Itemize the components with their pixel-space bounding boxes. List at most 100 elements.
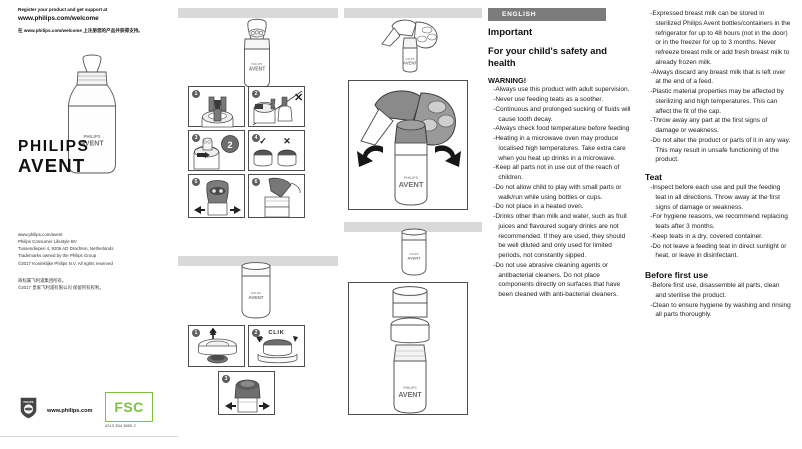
- step-badge-5: 5: [192, 178, 200, 186]
- step-badge-4: 4: [252, 134, 260, 142]
- warning-item: -Continuous and prolonged sucking of flu…: [493, 105, 631, 123]
- fsc-code: 4213 354 3890.2: [105, 423, 136, 428]
- grey-divider-bar-3: [344, 8, 482, 18]
- cross-mark-step2: ✕: [294, 92, 303, 104]
- step-panel-4: 4 ✓ ✕: [248, 130, 305, 171]
- heading-warning: WARNING!: [488, 76, 527, 86]
- illustration-column-a: PHILIPS AVENT 1 2: [178, 0, 344, 449]
- register-caption: Register your product and get support at: [18, 7, 108, 12]
- svg-text:AVENT: AVENT: [407, 256, 421, 261]
- teat-list: -Inspect before each use and pull the fe…: [645, 183, 791, 261]
- clik-caption: CLIK: [268, 330, 285, 336]
- svg-text:AVENT: AVENT: [398, 392, 422, 399]
- brand-footer: PHILIPS www.philips.com FSC 4213 354 389…: [0, 391, 178, 437]
- svg-text:PHILIPS: PHILIPS: [23, 400, 33, 404]
- svg-text:PHILIPS: PHILIPS: [410, 254, 419, 256]
- hero-sippy-cup-illustration: PHILIPS AVENT: [226, 17, 288, 89]
- teat-item: -Keep teats in a dry, covered container.: [650, 232, 763, 240]
- fsc-label: FSC: [114, 399, 144, 415]
- warning-item: -Keep all parts not in use out of the re…: [493, 164, 620, 182]
- warning-item: -Do not allow child to play with small p…: [493, 183, 622, 201]
- step-panel-1: 1: [188, 86, 245, 128]
- disc-step-badge-2: 2: [252, 329, 260, 337]
- svg-text:AVENT: AVENT: [399, 180, 424, 189]
- grey-divider-bar-2: [178, 256, 338, 266]
- cap-assembly-panel: PHILIPS AVENT: [348, 282, 468, 415]
- continued-item: -Always discard any breast milk that is …: [650, 68, 786, 86]
- warning-item: -Always check food temperature before fe…: [493, 125, 630, 133]
- svg-text:AVENT: AVENT: [249, 67, 266, 73]
- continued-item: -Plastic material properties may be affe…: [650, 88, 784, 115]
- step-badge-3: 3: [192, 134, 200, 142]
- teat-item: -For hygiene reasons, we recommend repla…: [650, 213, 788, 230]
- step-panel-2: 2 ✕: [248, 86, 305, 127]
- step-panel-3: 3 2: [188, 130, 245, 171]
- disc-step-badge-3: 3: [222, 375, 230, 383]
- cross-mark-step4: ✕: [283, 136, 291, 146]
- warning-item: -Do not use abrasive cleaning agents or …: [493, 261, 621, 299]
- continued-item: -Throw away any part at the first signs …: [650, 117, 768, 134]
- bottle-brand-top: PHILIPS: [83, 134, 100, 139]
- svg-text:PHILIPS: PHILIPS: [405, 58, 415, 61]
- grey-divider-bar-1: [178, 8, 338, 18]
- register-block: Register your product and get support at…: [18, 7, 170, 24]
- before-first-use-list: -Before first use, disassemble all parts…: [645, 281, 791, 320]
- svg-text:PHILIPS: PHILIPS: [404, 176, 419, 180]
- disc-step-panel-3: 3: [218, 371, 275, 415]
- hero-breast-pump-illustration: PHILIPS AVENT: [370, 16, 448, 74]
- company-address: www.philips.com/avent Philips Consumer L…: [18, 232, 114, 266]
- step-badge-1: 1: [192, 90, 200, 98]
- continued-list: -Expressed breast milk can be stored in …: [645, 9, 791, 165]
- hero-capped-bottle-illustration: PHILIPS AVENT: [230, 262, 282, 320]
- text-column-b: -Expressed breast milk can be stored in …: [645, 0, 802, 449]
- heading-important: Important: [488, 27, 533, 39]
- brand-logo-philips: PHILIPS: [18, 138, 90, 155]
- warning-item: -Always use this product with adult supe…: [493, 86, 630, 94]
- warning-item: -Heating in a microwave oven may produce…: [493, 135, 626, 162]
- philips-shield-icon: PHILIPS: [20, 397, 37, 419]
- step-panel-6: 6: [248, 174, 305, 218]
- brand-logo: PHILIPS AVENT: [18, 138, 168, 176]
- brand-column: Register your product and get support at…: [0, 0, 178, 449]
- footer-divider: [0, 436, 178, 437]
- disc-step-badge-1: 1: [192, 329, 200, 337]
- footer-url[interactable]: www.philips.com: [47, 408, 93, 414]
- check-mark-step4: ✓: [259, 136, 267, 146]
- teat-item: -Inspect before each use and pull the fe…: [650, 184, 781, 211]
- brand-logo-avent: AVENT: [18, 154, 86, 176]
- warning-item: -Do not place in a heated oven.: [493, 203, 584, 211]
- bottle-brand-bottom: AVENT: [80, 141, 104, 148]
- hero-bottle-top-illustration: PHILIPS AVENT: [392, 228, 436, 276]
- fsc-logo: FSC: [105, 392, 153, 422]
- teat-item: -Do not leave a feeding teat in direct s…: [650, 242, 787, 260]
- bottle-illustration: PHILIPS AVENT: [52, 52, 132, 177]
- heading-safety: For your child's safety and health: [488, 45, 607, 68]
- step-panel-5: 5: [188, 174, 245, 218]
- language-bar: ENGLISH: [488, 8, 606, 22]
- grey-divider-bar-4: [344, 222, 482, 232]
- pump-assembly-panel: PHILIPS AVENT: [348, 80, 468, 210]
- svg-text:2: 2: [227, 140, 232, 150]
- continued-item: -Expressed breast milk can be stored in …: [650, 10, 791, 66]
- company-address-chinese: 商标属飞利浦集团所有。 ©2017 皇家飞利浦有限公司 保留所有权利。: [18, 278, 104, 291]
- disc-step-panel-1: 1: [188, 325, 245, 367]
- before-item: -Before first use, disassemble all parts…: [650, 282, 780, 299]
- warning-list: -Always use this product with adult supe…: [488, 85, 634, 300]
- step-badge-2: 2: [252, 90, 260, 98]
- svg-text:PHILIPS: PHILIPS: [403, 386, 417, 390]
- illustration-column-b: PHILIPS AVENT PHILIPS AVENT: [344, 0, 488, 449]
- disc-step-panel-2: 2 CLIK: [248, 325, 305, 367]
- text-column-a: ENGLISH Important For your child's safet…: [488, 0, 645, 449]
- continued-item: -Do not alter the product or parts of it…: [650, 136, 791, 164]
- warning-item: -Drinks other than milk and water, such …: [493, 213, 627, 260]
- register-url[interactable]: www.philips.com/welcome: [18, 14, 99, 22]
- svg-text:PHILIPS: PHILIPS: [251, 291, 261, 295]
- before-item: -Clean to ensure hygiene by washing and …: [650, 301, 791, 319]
- step-badge-6: 6: [252, 178, 260, 186]
- svg-text:PHILIPS: PHILIPS: [252, 62, 263, 66]
- heading-teat: Teat: [645, 172, 663, 182]
- register-chinese: 在 www.philips.com/welcome 上注册您的产品并获得支持。: [18, 28, 143, 33]
- svg-text:AVENT: AVENT: [248, 295, 263, 300]
- svg-text:AVENT: AVENT: [403, 61, 417, 66]
